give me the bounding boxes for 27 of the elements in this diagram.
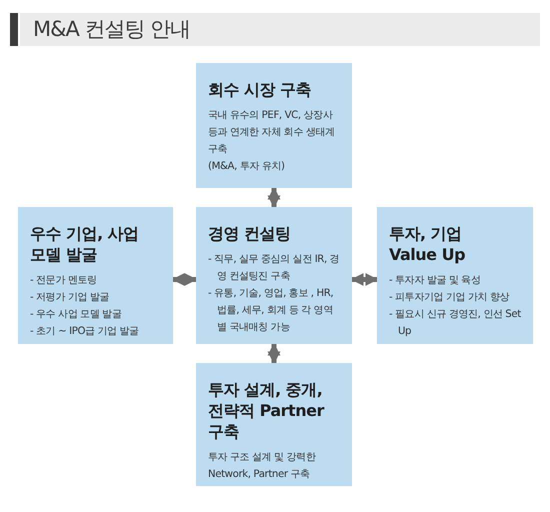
info-box <box>18 207 173 344</box>
info-box <box>196 363 352 486</box>
box-heading: 경영 컨설팅 <box>208 223 292 244</box>
bullet-item: - 필요시 신규 경영진, 인선 Set Up <box>389 308 522 339</box>
bullet-item: - 우수 사업 모델 발굴 <box>30 308 122 322</box>
double-arrow <box>350 273 378 286</box>
page-title: M&A 컨설팅 안내 <box>33 16 190 42</box>
box-text: (M&A, 투자 유치) <box>208 160 286 174</box>
bullet-item: - 초기 ~ IPO급 기업 발굴 <box>30 325 140 339</box>
bullet-item: - 투자자 발굴 및 육성 <box>389 274 482 288</box>
box-heading: 투자 설계, 중개, 전략적 Partner 구축 <box>208 379 326 442</box>
box-heading: 우수 기업, 사업 모델 발굴 <box>30 223 140 265</box>
double-arrow <box>172 273 198 286</box>
info-box <box>377 207 533 344</box>
bullet-item: - 유통, 기술, 영업, 홍보 , HR, 법률, 세무, 회계 등 각 영역별 국내매칭 가능 <box>208 287 334 335</box>
info-box <box>196 207 352 344</box>
box-text: 국내 유수의 PEF, VC, 상장사 등과 연계한 자체 회수 생태계 구축 <box>208 109 336 157</box>
box-heading: 투자, 기업 Value Up <box>389 223 466 265</box>
info-box <box>196 63 352 188</box>
double-arrow <box>268 186 280 208</box>
bullet-item: - 전문가 멘토링 <box>30 274 98 288</box>
bullet-item: - 피투자기업 기업 가치 향상 <box>389 291 510 305</box>
double-arrow <box>268 342 280 364</box>
box-text: 투자 구조 설계 및 강력한 Network, Partner 구축 <box>208 451 317 482</box>
box-heading: 회수 시장 구축 <box>208 79 312 100</box>
bullet-item: - 직무, 실무 중심의 실전 IR, 경영 컨설팅진 구축 <box>208 253 340 284</box>
bullet-item: - 저평가 기업 발굴 <box>30 291 110 305</box>
